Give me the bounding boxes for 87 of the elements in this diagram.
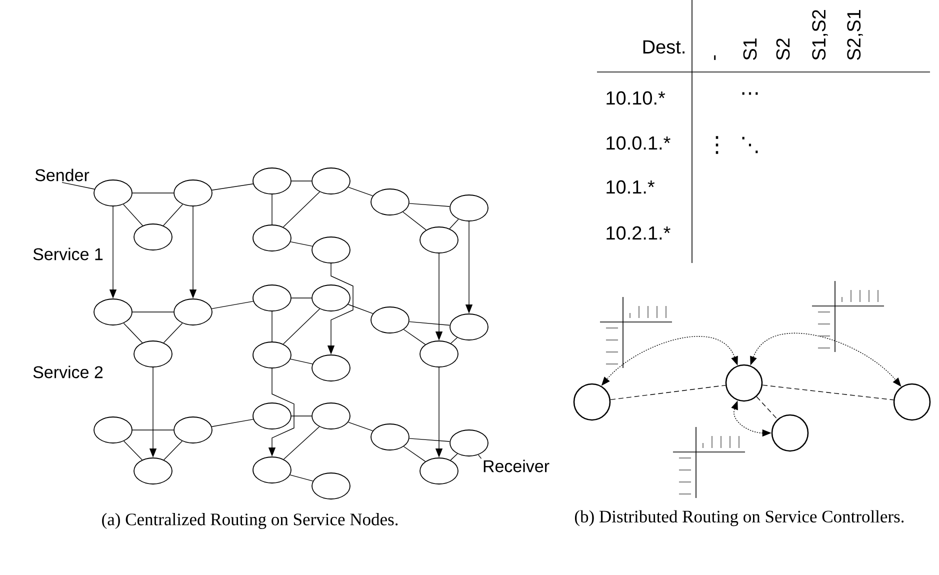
link-line: [283, 426, 320, 460]
link-line: [124, 440, 142, 460]
link-line: [163, 204, 183, 226]
node-ellipse: [94, 298, 132, 326]
link-line: [290, 358, 313, 364]
column-header: S1,S2: [812, 10, 828, 60]
link-line: [291, 180, 312, 182]
link-line: [402, 212, 426, 230]
node-ellipse: [94, 416, 132, 444]
node-ellipse: [312, 472, 350, 500]
node-ellipse: [252, 342, 292, 368]
table-cell: 10.0.1.*: [606, 136, 670, 150]
node-ellipse: [134, 224, 172, 250]
link-line: [450, 337, 458, 344]
link-line: [212, 300, 254, 309]
node-ellipse: [450, 430, 488, 456]
link-line: [478, 454, 482, 459]
link-line: [610, 384, 726, 400]
ellipsis-mark: ⋮: [716, 136, 718, 154]
node-ellipse: [174, 416, 212, 444]
service-label: Service 2: [33, 366, 103, 378]
link-line: [164, 440, 182, 460]
node-ellipse: [312, 284, 350, 312]
node-ellipse: [312, 236, 350, 264]
link-line: [212, 184, 254, 190]
table-cell: 10.10.*: [606, 91, 666, 105]
link-line: [212, 418, 254, 427]
node-ellipse: [370, 306, 410, 334]
node-ellipse: [252, 168, 292, 194]
column-header: S1: [743, 38, 757, 60]
node-ellipse: [312, 402, 350, 430]
node-label: Sender: [35, 168, 90, 182]
node-ellipse: [134, 340, 172, 368]
link-line: [403, 329, 426, 345]
link-line: [348, 422, 374, 432]
link-line: [408, 438, 450, 442]
node-ellipse: [252, 456, 292, 484]
node-ellipse: [420, 458, 458, 484]
ellipsis-mark: ⋯: [742, 92, 758, 95]
controller-circle: [893, 383, 931, 421]
figure-caption: (a) Centralized Routing on Service Nodes.: [102, 513, 398, 529]
link-line: [408, 203, 450, 207]
link-line: [348, 186, 374, 196]
link-line: [132, 192, 174, 194]
link-line: [450, 453, 458, 461]
link-line: [408, 321, 450, 326]
node-ellipse: [134, 458, 172, 484]
node-ellipse: [420, 226, 458, 254]
node-label: Receiver: [484, 460, 550, 472]
column-header: S2,S1: [847, 10, 863, 60]
node-ellipse: [252, 284, 292, 312]
link-line: [756, 396, 778, 420]
node-ellipse: [312, 168, 350, 194]
node-ellipse: [370, 424, 410, 450]
link-line: [123, 204, 143, 226]
link-line: [290, 474, 314, 482]
controller-circle: [725, 364, 763, 402]
node-ellipse: [450, 194, 488, 222]
node-ellipse: [370, 188, 410, 216]
link-line: [62, 182, 95, 190]
link-line: [348, 304, 374, 314]
link-line: [282, 192, 320, 228]
link-line: [163, 322, 183, 344]
table-cell: 10.1.*: [606, 180, 655, 194]
column-header: S2: [776, 38, 790, 60]
node-ellipse: [420, 340, 458, 368]
link-line: [762, 384, 894, 400]
figure-caption: (b) Distributed Routing on Service Controllers.: [574, 510, 904, 526]
controller-circle: [771, 414, 809, 452]
table-cell: 10.2.1.*: [606, 226, 670, 240]
link-line: [403, 446, 426, 462]
node-ellipse: [312, 354, 350, 382]
node-ellipse: [252, 224, 292, 252]
service-label: Service 1: [33, 248, 103, 260]
ellipsis-mark: ⋱: [742, 136, 758, 154]
controller-circle: [573, 383, 611, 421]
link-line: [282, 308, 320, 344]
node-ellipse: [450, 314, 488, 340]
link-line: [449, 218, 459, 230]
link-line: [123, 322, 143, 344]
link-line: [290, 241, 313, 247]
node-ellipse: [94, 180, 132, 206]
column-header: Dest.: [643, 40, 684, 54]
column-header: -: [714, 55, 716, 60]
node-ellipse: [174, 298, 212, 326]
node-ellipse: [252, 402, 292, 430]
node-ellipse: [174, 180, 212, 206]
